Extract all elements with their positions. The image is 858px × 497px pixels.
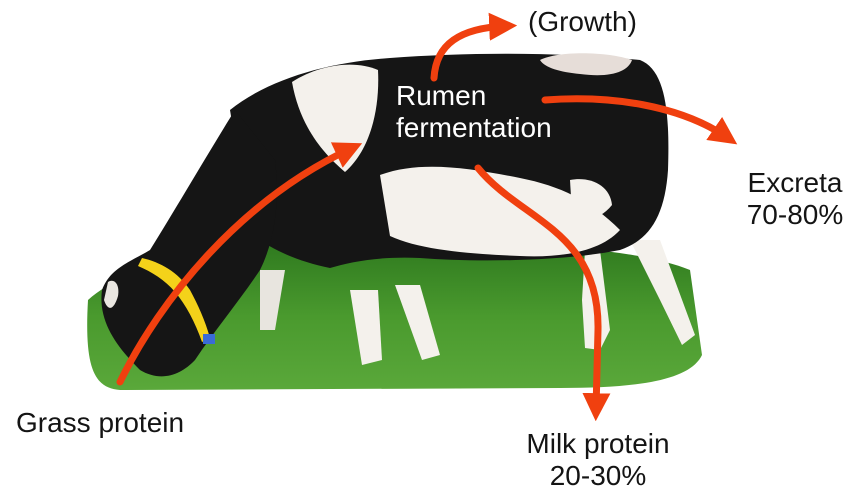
rumen-label-line2: fermentation [396,112,576,144]
rumen-fermentation-label: Rumen fermentation [396,80,576,144]
excreta-label-line1: Excreta [735,167,855,199]
excreta-label-line2: 70-80% [735,199,855,231]
milk-label-line1: Milk protein [508,428,688,460]
growth-label: (Growth) [528,6,637,38]
rumen-label-line1: Rumen [396,80,576,112]
excreta-label: Excreta 70-80% [735,167,855,231]
milk-protein-label: Milk protein 20-30% [508,428,688,492]
grass-protein-label: Grass protein [16,407,184,439]
milk-label-line2: 20-30% [508,460,688,492]
